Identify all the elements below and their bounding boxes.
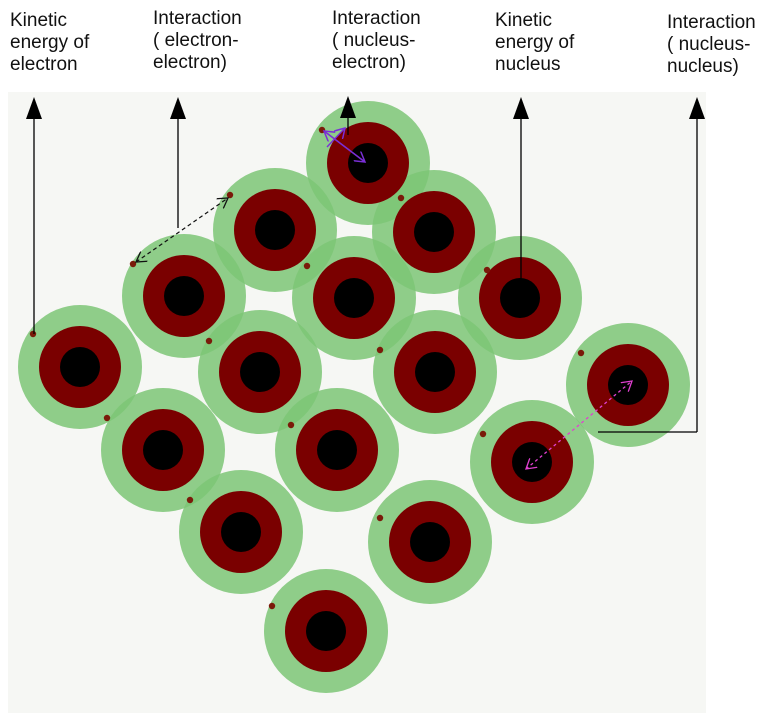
atom [376, 331, 476, 413]
electron-dot [376, 514, 384, 522]
atom [376, 501, 471, 583]
kinetic-electron-leader-arrowhead [26, 97, 42, 119]
label-interaction-electron-electron: Interaction ( electron- electron) [153, 8, 242, 73]
electron-dot [129, 260, 137, 268]
electron-dot [205, 337, 213, 345]
atom [205, 331, 301, 413]
atoms-group [18, 101, 690, 693]
atom [129, 255, 225, 337]
annotation-arrows [26, 96, 705, 469]
nucleus-core [255, 210, 295, 250]
nucleus-core [512, 442, 552, 482]
label-kinetic-energy-nucleus: Kinetic energy of nucleus [495, 10, 575, 75]
nucleus-core [306, 611, 346, 651]
interaction-ee-leader-arrowhead [170, 97, 186, 119]
electron-dot [303, 262, 311, 270]
electron-dot [103, 414, 111, 422]
atom [303, 257, 395, 339]
label-interaction-nucleus-nucleus: Interaction ( nucleus- nucleus) [667, 12, 756, 77]
nucleus-core [317, 430, 357, 470]
electron-dot [376, 346, 384, 354]
electron-dot [29, 330, 37, 338]
atom [226, 189, 316, 271]
electron-dot [483, 266, 491, 274]
nucleus-electron-arrow-secondary [326, 128, 345, 148]
electron-dot [226, 191, 234, 199]
electron-dot [318, 126, 326, 134]
atom [393, 191, 475, 273]
nucleus-core [410, 522, 450, 562]
electron-dot [186, 496, 194, 504]
nucleus-core [334, 278, 374, 318]
nucleus-core [164, 276, 204, 316]
atom [479, 257, 561, 339]
label-kinetic-energy-electron: Kinetic energy of electron [10, 10, 90, 75]
nucleus-core [221, 512, 261, 552]
interaction-nn-leader-arrowhead [689, 97, 705, 119]
nucleus-electron-arrow [324, 131, 365, 162]
nucleus-core [143, 430, 183, 470]
atom [287, 409, 378, 491]
nucleus-core [60, 347, 100, 387]
nucleus-core [240, 352, 280, 392]
electron-dot [479, 430, 487, 438]
electron-dot [577, 349, 585, 357]
nucleus-core [500, 278, 540, 318]
atom [29, 326, 121, 408]
electron-electron-arrow [136, 198, 228, 262]
electron-dot [268, 602, 276, 610]
nucleus-core [415, 352, 455, 392]
interaction-ne-leader-arrowhead [340, 96, 356, 118]
nucleus-core [414, 212, 454, 252]
atom [103, 409, 204, 491]
atom [268, 590, 367, 672]
electron-dot [397, 194, 405, 202]
nucleus-core [348, 143, 388, 183]
kinetic-nucleus-leader-arrowhead [513, 97, 529, 119]
atom [186, 491, 282, 573]
label-interaction-nucleus-electron: Interaction ( nucleus- electron) [332, 8, 421, 73]
electron-dot [287, 421, 295, 429]
nucleus-nucleus-arrow [526, 381, 632, 469]
